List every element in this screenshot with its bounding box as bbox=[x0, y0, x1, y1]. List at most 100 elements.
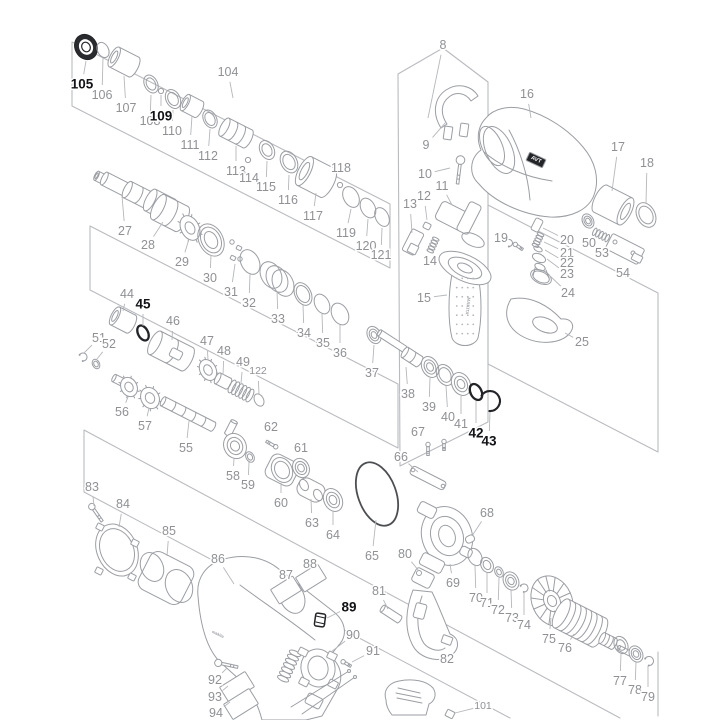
part-label-66: 66 bbox=[394, 450, 408, 464]
leader-line-12 bbox=[424, 205, 428, 221]
part-35-ring bbox=[313, 293, 331, 315]
part-label-10: 10 bbox=[418, 167, 432, 181]
part-47-clutch-cam bbox=[196, 356, 220, 384]
part-label-32: 32 bbox=[242, 296, 256, 310]
part-label-68: 68 bbox=[480, 506, 494, 520]
part-label-11: 11 bbox=[436, 179, 449, 193]
part-45-o-ring bbox=[136, 324, 150, 342]
leader-line-27 bbox=[121, 195, 125, 222]
part-label-77: 77 bbox=[613, 674, 627, 688]
part-label-73: 73 bbox=[505, 611, 519, 625]
part-118-steel-ball bbox=[336, 181, 344, 189]
part-label-110: 110 bbox=[162, 124, 182, 138]
part-89-switch-part bbox=[313, 612, 327, 628]
part-48-pin bbox=[213, 372, 233, 390]
leader-line-28 bbox=[153, 221, 164, 237]
svg-text:makita: makita bbox=[211, 629, 225, 639]
part-label-69: 69 bbox=[446, 576, 460, 590]
part-label-82: 82 bbox=[440, 652, 454, 666]
part-81-pin bbox=[379, 604, 403, 624]
part-9-handle-strap bbox=[434, 85, 479, 141]
part-label-54: 54 bbox=[616, 266, 630, 280]
part-40-ring bbox=[435, 364, 455, 386]
part-label-30: 30 bbox=[203, 271, 217, 285]
svg-text:AVT: AVT bbox=[530, 155, 543, 165]
part-25-dust-cover bbox=[506, 297, 574, 343]
part-label-51: 51 bbox=[92, 331, 106, 345]
part-74-c-ring bbox=[519, 583, 529, 594]
part-91-screw-and-leads bbox=[290, 659, 357, 715]
part-54-mounting-bracket bbox=[605, 233, 645, 265]
part-label-39: 39 bbox=[422, 400, 436, 414]
part-label-60: 60 bbox=[274, 496, 288, 510]
leader-line-34 bbox=[302, 304, 305, 324]
leader-line-40 bbox=[445, 385, 448, 408]
part-label-43: 43 bbox=[481, 434, 497, 449]
leader-line-13 bbox=[410, 213, 413, 234]
leader-line-33 bbox=[276, 290, 279, 310]
part-label-87: 87 bbox=[279, 568, 293, 582]
part-22-washer bbox=[533, 245, 543, 253]
part-46-cylinder-liner bbox=[147, 330, 195, 372]
part-51-c-clip bbox=[78, 352, 88, 363]
part-73-ball-bearing bbox=[502, 571, 520, 591]
part-label-17: 17 bbox=[611, 140, 625, 154]
part-80-baffle-plate bbox=[411, 567, 435, 589]
part-label-58: 58 bbox=[226, 469, 240, 483]
part-label-31: 31 bbox=[224, 285, 238, 299]
part-109-steel-ball bbox=[157, 87, 165, 95]
leader-line-15 bbox=[433, 294, 448, 298]
part-label-81: 81 bbox=[372, 584, 386, 598]
part-label-71: 71 bbox=[480, 596, 494, 610]
leader-line-94 bbox=[223, 701, 231, 708]
part-label-85: 85 bbox=[162, 524, 176, 538]
part-label-16: 16 bbox=[520, 87, 534, 101]
part-label-27: 27 bbox=[118, 224, 132, 238]
leader-line-51 bbox=[83, 344, 93, 354]
part-121-ring bbox=[374, 207, 390, 227]
part-label-23: 23 bbox=[560, 267, 574, 281]
part-label-63: 63 bbox=[305, 516, 319, 530]
part-68-pin bbox=[464, 534, 476, 544]
part-12-nut bbox=[422, 221, 432, 231]
part-71-washer bbox=[480, 556, 494, 574]
leader-line-75 bbox=[549, 617, 552, 630]
part-label-120: 120 bbox=[356, 239, 377, 253]
part-101-vented-cap bbox=[384, 679, 456, 720]
leader-line-117 bbox=[313, 192, 317, 207]
part-label-70: 70 bbox=[469, 591, 483, 605]
part-label-47: 47 bbox=[200, 334, 214, 348]
part-label-22: 22 bbox=[560, 256, 574, 270]
leader-line-57 bbox=[146, 407, 150, 417]
part-106-ring bbox=[96, 41, 110, 59]
leader-line-90 bbox=[330, 640, 346, 653]
leader-line-22 bbox=[544, 249, 559, 259]
part-label-48: 48 bbox=[217, 344, 231, 358]
part-111-impact-bolt bbox=[179, 93, 205, 119]
part-label-108: 108 bbox=[140, 114, 161, 128]
part-label-107: 107 bbox=[116, 101, 137, 115]
part-label-75: 75 bbox=[542, 632, 556, 646]
leader-line-104 bbox=[229, 81, 234, 99]
chuck-cover-band-border bbox=[487, 204, 659, 453]
leader-line-32 bbox=[248, 273, 251, 294]
part-label-89: 89 bbox=[341, 600, 356, 615]
part-56-bevel-gear bbox=[111, 373, 140, 399]
part-label-40: 40 bbox=[441, 410, 455, 424]
leader-line-23 bbox=[546, 258, 560, 269]
part-label-64: 64 bbox=[326, 528, 340, 542]
part-66-flat-bracket bbox=[409, 465, 447, 491]
part-33-washer-stack bbox=[259, 261, 295, 297]
part-120-ring bbox=[359, 197, 377, 219]
leader-line-10 bbox=[434, 167, 451, 173]
part-77-washer bbox=[613, 635, 629, 655]
part-label-113: 113 bbox=[226, 164, 246, 178]
part-60-crank-cap bbox=[264, 453, 300, 487]
part-90-brush-holder bbox=[297, 646, 339, 690]
part-label-121: 121 bbox=[371, 248, 392, 262]
leader-line-56 bbox=[125, 396, 129, 403]
part-42-o-ring bbox=[468, 382, 484, 402]
leader-line-108 bbox=[149, 94, 152, 112]
part-label-112: 112 bbox=[198, 149, 218, 163]
